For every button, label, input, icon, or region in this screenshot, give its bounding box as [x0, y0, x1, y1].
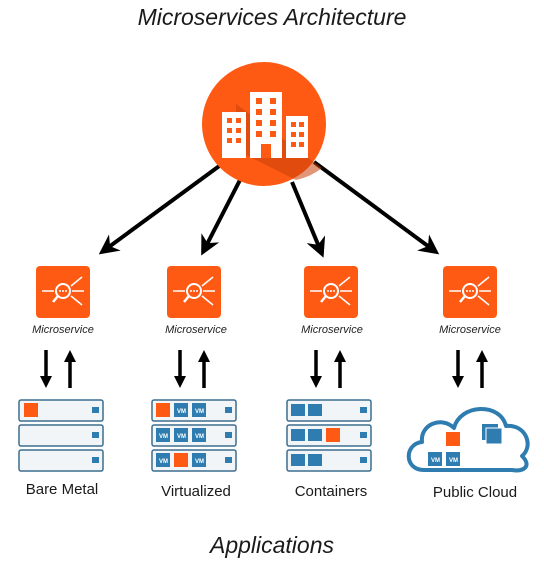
diagram-title: Microservices Architecture [137, 4, 407, 30]
diagram-footer: Applications [209, 532, 335, 558]
microservice-label: Microservice [32, 324, 94, 336]
vm-label: VM [177, 409, 186, 415]
bidirectional-arrows [452, 350, 488, 388]
connector-arrows [98, 160, 440, 258]
arrow-to-virtualized [201, 179, 242, 256]
vm-label: VM [449, 458, 458, 464]
env-label-virtualized: Virtualized [161, 483, 231, 500]
vm-label: VM [177, 434, 186, 440]
microservice-icon [167, 266, 221, 318]
vm-label: VM [195, 459, 204, 465]
microservice-icon [443, 266, 497, 318]
bidirectional-arrows [174, 350, 210, 388]
env-label-public-cloud: Public Cloud [432, 484, 518, 501]
env-label-bare-metal: Bare Metal [25, 481, 99, 498]
enterprise-buildings-icon [202, 62, 326, 186]
microservice-icon [304, 266, 358, 318]
vm-label: VM [159, 459, 168, 465]
vm-label: VM [431, 458, 440, 464]
vm-label: VM [195, 409, 204, 415]
arrow-to-bare-metal [98, 162, 224, 255]
microservice-label: Microservice [301, 324, 363, 336]
vm-label: VM [159, 434, 168, 440]
arrow-to-containers [290, 181, 326, 258]
bidirectional-arrows [310, 350, 346, 388]
public-cloud-icon [406, 407, 530, 473]
env-label-containers: Containers [294, 483, 368, 500]
container-servers [286, 399, 372, 472]
microservice-label: Microservice [439, 324, 501, 336]
virtualized-servers [151, 399, 237, 472]
microservice-icon [36, 266, 90, 318]
bidirectional-arrows [40, 350, 76, 388]
bare-metal-servers [18, 399, 104, 472]
microservice-label: Microservice [165, 324, 227, 336]
vm-label: VM [195, 434, 204, 440]
arrow-to-public-cloud [312, 160, 440, 255]
